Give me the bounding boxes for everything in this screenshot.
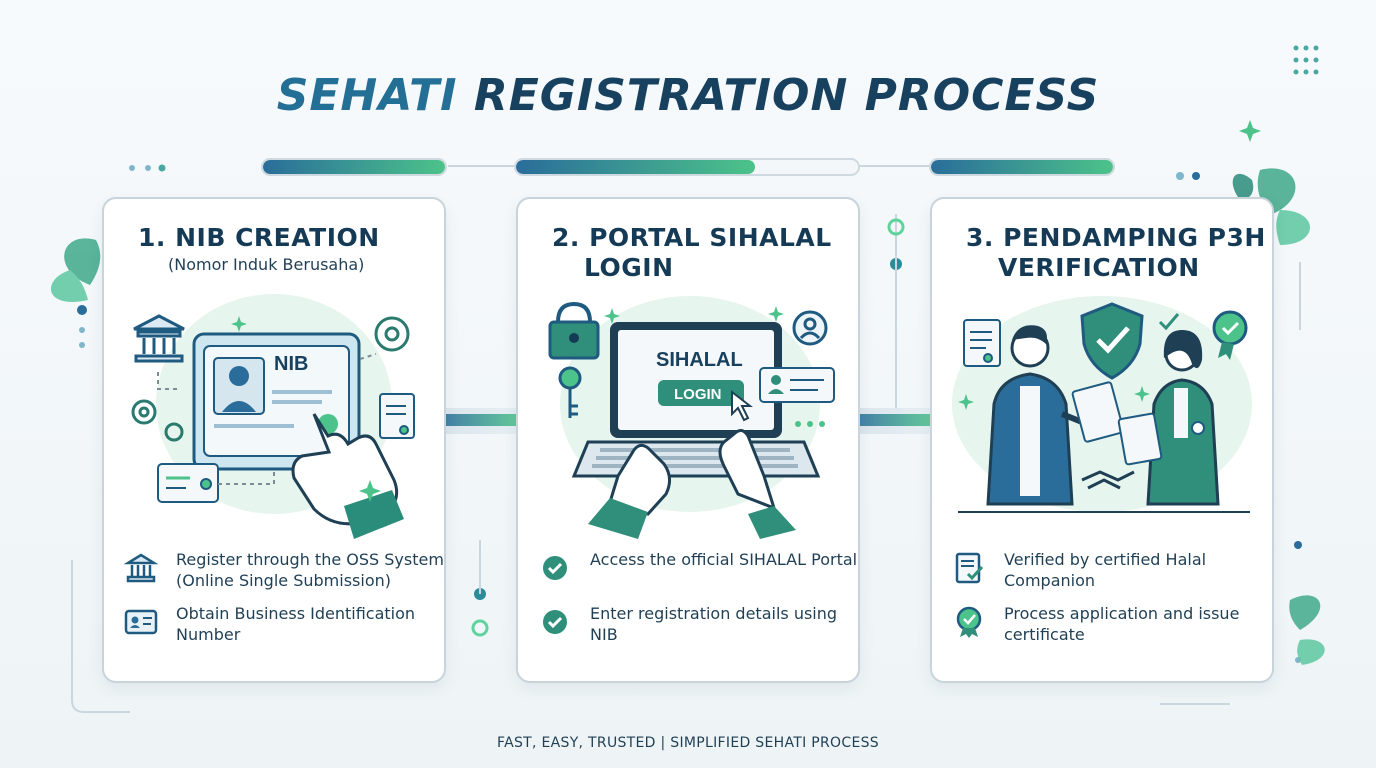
login-label: LOGIN [674, 386, 722, 403]
step-card-sihalal: 2. PORTAL SIHALAL LOGIN SIHALAL [516, 197, 860, 683]
gear-icon [131, 316, 410, 442]
title-accent: SEHATI [276, 70, 458, 121]
progress-fill-step-2 [516, 160, 756, 174]
item-text: Register through the OSS System (Online … [176, 550, 444, 590]
step-title: 2. PORTAL SIHALAL LOGIN [552, 223, 832, 283]
award-badge-icon [1212, 310, 1248, 360]
connector-1-2 [444, 414, 518, 426]
login-button: LOGIN [658, 380, 744, 406]
step-title-line1: 1. NIB CREATION [138, 223, 380, 252]
step-title-line2: VERIFICATION [998, 253, 1200, 282]
id-card-small [157, 463, 219, 503]
connector-2-3 [858, 414, 932, 426]
step-title: 1. NIB CREATION [138, 223, 380, 253]
item-text: Enter registration details using NIB [590, 604, 838, 644]
bank-icon [124, 553, 158, 583]
nib-card [192, 332, 361, 471]
document-icon [379, 393, 415, 439]
progress-bar-step-3 [929, 158, 1115, 176]
key-icon [558, 366, 582, 418]
list-item: Verified by certified Halal Companion [952, 549, 1274, 591]
step-subtitle: (Nomor Induk Berusaha) [168, 255, 365, 274]
user-icon [792, 310, 828, 346]
check-circle-icon [543, 610, 567, 634]
handshake-icon [1081, 470, 1135, 490]
award-badge-icon [956, 606, 982, 638]
step-card-p3h: 3. PENDAMPING P3H VERIFICATION [930, 197, 1274, 683]
bank-icon [133, 314, 185, 363]
progress-bar-step-2 [514, 158, 860, 176]
page-title: SEHATI REGISTRATION PROCESS [0, 70, 1376, 121]
footer-tagline: FAST, EASY, TRUSTED | SIMPLIFIED SEHATI … [497, 735, 879, 751]
lock-icon [548, 301, 600, 360]
profile-card [759, 367, 835, 403]
item-text: Verified by certified Halal Companion [1004, 550, 1207, 590]
woman-figure [1146, 330, 1220, 506]
progress-bar-step-1 [261, 158, 447, 176]
id-card-icon [124, 609, 158, 635]
sihalal-label: SIHALAL [656, 349, 743, 371]
document-check-icon [955, 552, 984, 584]
nib-illustration: NIB [131, 294, 415, 539]
document-icon [963, 319, 1001, 367]
step-title-line1: 2. PORTAL SIHALAL [552, 223, 832, 252]
check-circle-icon [543, 556, 567, 580]
list-item: Obtain Business Identification Number [124, 603, 446, 645]
progress-fill-step-3 [931, 160, 1113, 174]
title-main: REGISTRATION PROCESS [473, 70, 1100, 121]
item-text: Obtain Business Identification Number [176, 604, 416, 644]
sihalal-illustration: SIHALAL LOGIN [548, 296, 835, 539]
document-held [1071, 381, 1125, 443]
verification-illustration [952, 296, 1252, 513]
man-figure [986, 325, 1094, 506]
list-item: Process application and issue certificat… [952, 603, 1274, 645]
shield-check-icon [1080, 302, 1144, 380]
list-item: Register through the OSS System (Online … [124, 549, 446, 591]
clipboard-icon [1117, 412, 1163, 466]
typing-hands [608, 429, 777, 516]
progress-fill-step-1 [263, 160, 445, 174]
item-text: Access the official SIHALAL Portal [590, 550, 858, 569]
list-item: Enter registration details using NIB [538, 603, 860, 645]
nib-label: NIB [274, 353, 308, 375]
step-card-nib: 1. NIB CREATION (Nomor Induk Berusaha) [102, 197, 446, 683]
item-text: Process application and issue certificat… [1004, 604, 1240, 644]
step-title-line1: 3. PENDAMPING P3H [966, 223, 1266, 252]
step-title-line2: LOGIN [584, 253, 674, 282]
list-item: Access the official SIHALAL Portal [538, 549, 860, 585]
step-title: 3. PENDAMPING P3H VERIFICATION [966, 223, 1266, 283]
